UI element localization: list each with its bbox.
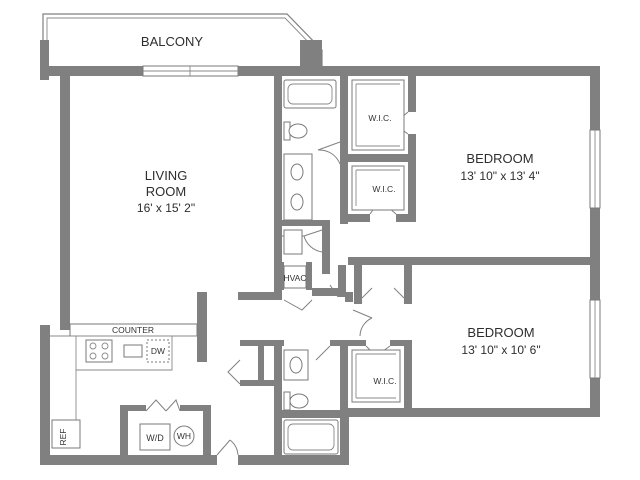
laundry-closet: W/D WH [139,423,195,451]
window-bedroom-1 [589,129,601,209]
living-room: LIVING ROOM 16' x 15' 2" [137,168,195,215]
wic-1-label: W.I.C. [368,113,391,123]
bedroom-1-label: BEDROOM [466,151,533,166]
water-heater [173,425,195,447]
sink-2 [290,193,304,211]
window-bedroom-2 [589,299,601,379]
hvac-closet: HVAC [283,265,307,289]
living-room-dimensions: 16' x 15' 2" [137,201,195,215]
living-room-label-line1: LIVING [145,168,188,183]
washer-dryer [139,423,171,451]
sink-3 [283,349,309,381]
bathtub-1 [283,79,337,109]
bedroom-1: BEDROOM 13' 10" x 13' 4" [460,151,539,183]
bedroom-1-dimensions: 13' 10" x 13' 4" [460,169,539,183]
counter-label: COUNTER [112,325,154,335]
linen-closet [283,229,303,255]
toilet-1 [283,121,308,141]
kitchen: COUNTER DW REF [50,323,198,449]
bedroom-2-dimensions: 13' 10" x 10' 6" [461,343,540,357]
dishwasher: DW [146,339,170,363]
balcony-label: BALCONY [141,34,203,49]
balcony-sliding-door [142,65,239,77]
wic-2: W.I.C. [351,165,405,211]
toilet-2 [283,391,309,411]
exterior-walls [40,65,601,465]
interior-walls [120,76,600,462]
bathroom-1 [283,79,337,255]
water-heater-label: WH [177,431,191,441]
living-room-label-line2: ROOM [146,184,186,199]
kitchen-sink [123,344,143,358]
bedroom-2: BEDROOM 13' 10" x 10' 6" [461,325,540,357]
sink-1 [290,163,304,181]
bathroom-2 [283,349,339,455]
svg-text:REF: REF [58,429,68,446]
stove [85,339,113,363]
wic-3: W.I.C. [351,349,401,403]
wic-1: W.I.C. [351,79,405,151]
svg-text:DW: DW [151,346,165,356]
bathtub-2 [283,419,339,455]
wic-2-label: W.I.C. [372,184,395,194]
wic-3-label: W.I.C. [373,376,396,386]
hvac-label: HVAC [284,273,307,283]
refrigerator: REF [51,419,81,449]
washer-dryer-label: W/D [146,433,164,443]
balcony: BALCONY [40,13,323,80]
bedroom-2-label: BEDROOM [467,325,534,340]
